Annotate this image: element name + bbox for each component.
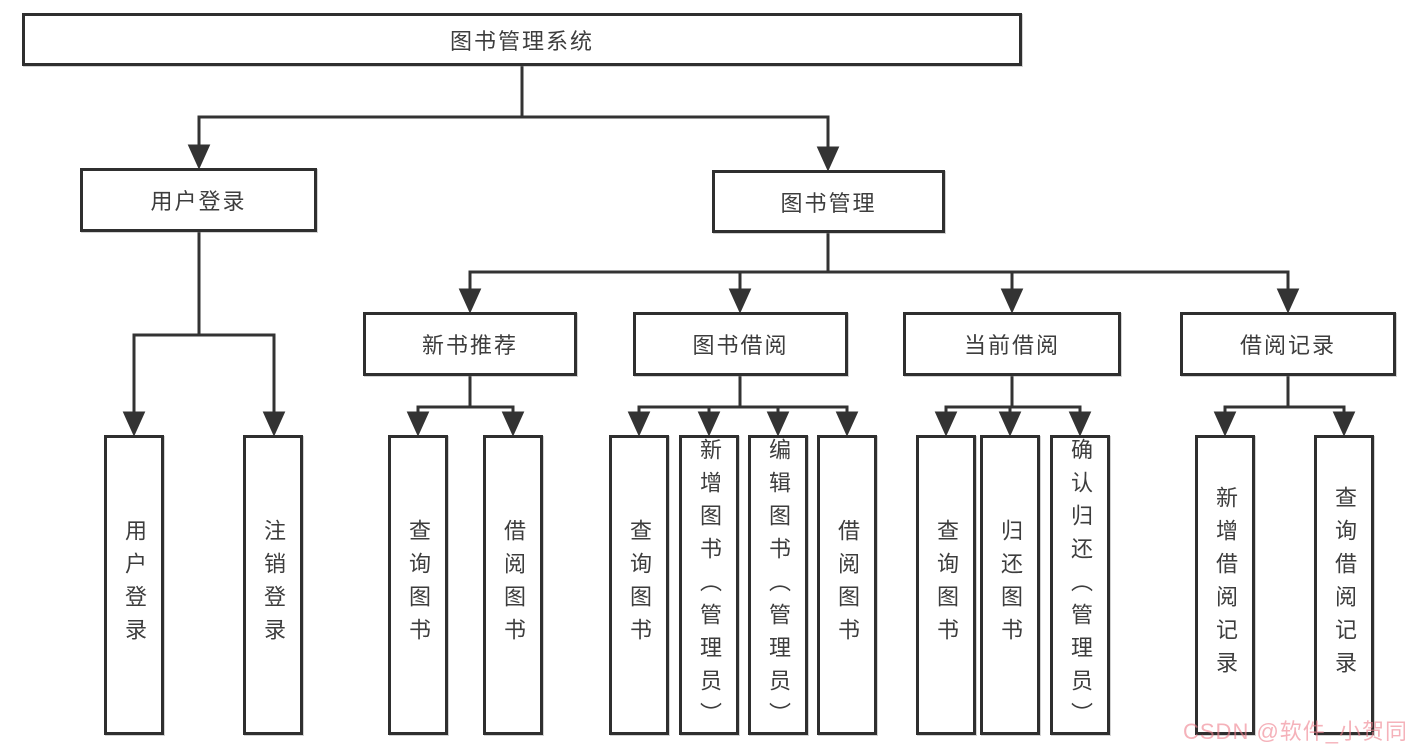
connector-borrow-record-children <box>1213 376 1356 437</box>
leaf-query-books-current: 查询图书 <box>916 435 976 735</box>
leaf-query-borrow-record: 查询借阅记录 <box>1314 435 1374 735</box>
leaf-confirm-return-admin-label: 确认归还（管理员） <box>1068 438 1093 735</box>
leaf-query-books-borrow: 查询图书 <box>609 435 669 735</box>
leaf-query-books-current-label: 查询图书 <box>934 519 959 651</box>
node-user-login-label: 用户登录 <box>150 189 247 214</box>
leaf-query-books-recommend-label: 查询图书 <box>406 519 431 651</box>
csdn-watermark: CSDN @软件_小贺同学 <box>1183 719 1405 744</box>
leaf-edit-book-admin-label: 编辑图书（管理员） <box>766 438 791 735</box>
node-current-borrow-label: 当前借阅 <box>963 333 1060 358</box>
leaf-query-books-recommend: 查询图书 <box>388 435 448 735</box>
leaf-borrow-books-recommend: 借阅图书 <box>483 435 543 735</box>
node-root-system-label: 图书管理系统 <box>449 28 594 54</box>
leaf-query-books-borrow-label: 查询图书 <box>627 519 652 651</box>
leaf-return-books-label: 归还图书 <box>998 519 1023 651</box>
node-current-borrow: 当前借阅 <box>903 312 1121 376</box>
node-borrow-records: 借阅记录 <box>1180 312 1396 376</box>
leaf-add-borrow-record: 新增借阅记录 <box>1195 435 1255 735</box>
leaf-user-login: 用户登录 <box>104 435 164 735</box>
node-book-borrow: 图书借阅 <box>633 312 848 376</box>
leaf-return-books: 归还图书 <box>980 435 1040 735</box>
leaf-add-borrow-record-label: 新增借阅记录 <box>1213 486 1238 684</box>
connector-root-to-level2 <box>187 66 840 172</box>
leaf-borrow-books-recommend-label: 借阅图书 <box>501 519 526 651</box>
leaf-edit-book-admin: 编辑图书（管理员） <box>748 435 808 735</box>
connector-user-login-children <box>122 232 286 437</box>
leaf-add-book-admin: 新增图书（管理员） <box>679 435 739 735</box>
node-new-book-recommend: 新书推荐 <box>363 312 577 376</box>
connector-book-management-children <box>458 233 1300 314</box>
leaf-borrow-books: 借阅图书 <box>817 435 877 735</box>
leaf-logout: 注销登录 <box>243 435 303 735</box>
node-book-management: 图书管理 <box>712 170 945 233</box>
leaf-query-borrow-record-label: 查询借阅记录 <box>1332 486 1357 684</box>
leaf-logout-label: 注销登录 <box>261 519 286 651</box>
connector-new-book-children <box>406 376 525 437</box>
leaf-user-login-label: 用户登录 <box>122 519 147 651</box>
leaf-confirm-return-admin: 确认归还（管理员） <box>1050 435 1110 735</box>
node-borrow-records-label: 借阅记录 <box>1239 333 1336 358</box>
leaf-add-book-admin-label: 新增图书（管理员） <box>697 438 722 735</box>
leaf-borrow-books-label: 借阅图书 <box>835 519 860 651</box>
node-new-book-recommend-label: 新书推荐 <box>421 333 518 358</box>
node-book-management-label: 图书管理 <box>780 190 877 216</box>
node-user-login: 用户登录 <box>80 168 317 232</box>
connector-current-borrow-children <box>934 376 1092 437</box>
connector-book-borrow-children <box>627 376 859 437</box>
node-book-borrow-label: 图书借阅 <box>692 333 789 358</box>
node-root-system: 图书管理系统 <box>22 13 1022 66</box>
